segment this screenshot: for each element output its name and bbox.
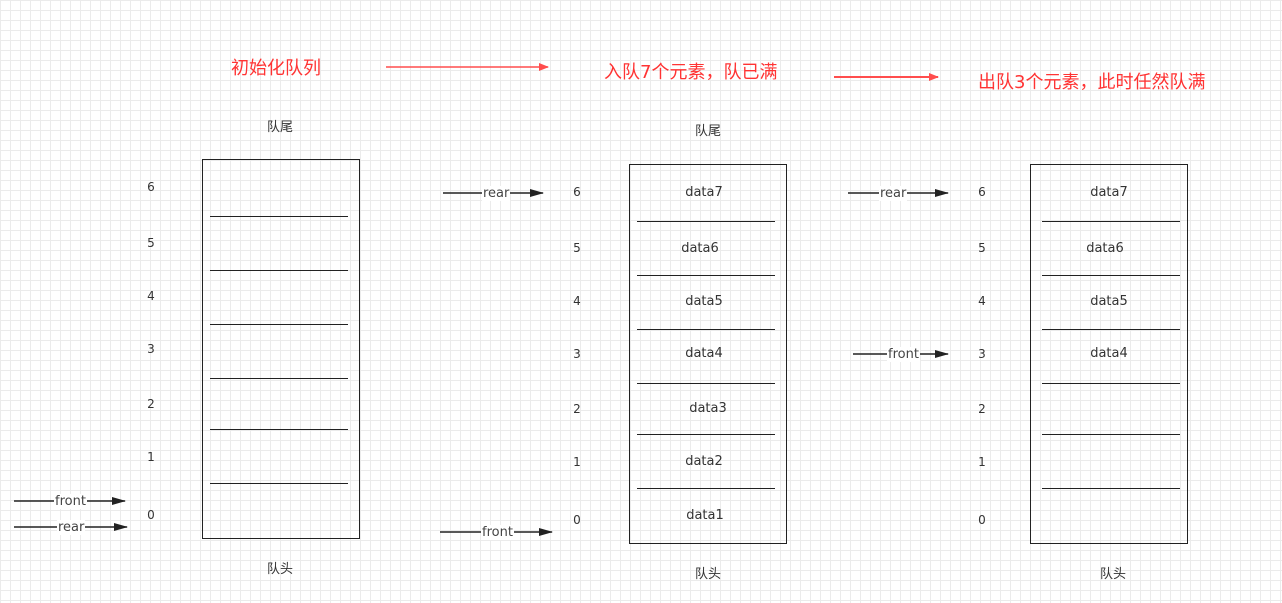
- step3-title: 出队3个元素，此时任然队满: [978, 72, 1206, 93]
- step2-cell-3: data4: [685, 346, 723, 361]
- step3-cell-3: data4: [1090, 346, 1128, 361]
- step2-queue-box: [629, 164, 787, 544]
- step2-index-5: 5: [573, 241, 581, 255]
- step2-queue-head-caption: 队头: [695, 567, 722, 582]
- step3-divider: [1042, 221, 1180, 222]
- step1-front-label: front: [54, 494, 87, 509]
- step3-divider: [1042, 434, 1180, 435]
- step3-queue-head-caption: 队头: [1100, 567, 1127, 582]
- step2-cell-5: data6: [681, 241, 719, 256]
- step2-index-2: 2: [573, 402, 581, 416]
- step2-queue-tail-caption: 队尾: [695, 124, 722, 139]
- step1-index-2: 2: [147, 397, 155, 411]
- step3-cell-4: data5: [1090, 294, 1128, 309]
- step3-divider: [1042, 275, 1180, 276]
- step2-index-6: 6: [573, 185, 581, 199]
- step1-index-6: 6: [147, 180, 155, 194]
- step2-index-4: 4: [573, 294, 581, 308]
- step3-index-0: 0: [978, 513, 986, 527]
- step3-queue-box: [1030, 164, 1188, 544]
- step1-index-4: 4: [147, 289, 155, 303]
- step3-index-2: 2: [978, 402, 986, 416]
- step3-index-4: 4: [978, 294, 986, 308]
- step2-cell-4: data5: [685, 294, 723, 309]
- step1-index-5: 5: [147, 236, 155, 250]
- step2-divider: [637, 488, 775, 489]
- step3-cell-5: data6: [1086, 241, 1124, 256]
- step3-divider: [1042, 329, 1180, 330]
- step3-rear-label: rear: [879, 186, 908, 201]
- step1-index-0: 0: [147, 508, 155, 522]
- step1-divider: [210, 324, 348, 325]
- step1-queue-tail-caption: 队尾: [267, 120, 294, 135]
- step3-divider: [1042, 383, 1180, 384]
- step1-rear-label: rear: [57, 520, 86, 535]
- step3-index-1: 1: [978, 455, 986, 469]
- step2-index-0: 0: [573, 513, 581, 527]
- step2-front-label: front: [481, 525, 514, 540]
- step1-queue-box: [202, 159, 360, 539]
- step1-divider: [210, 378, 348, 379]
- step1-divider: [210, 270, 348, 271]
- step1-title: 初始化队列: [231, 58, 321, 79]
- step2-divider: [637, 221, 775, 222]
- step1-divider: [210, 483, 348, 484]
- step2-cell-0: data1: [686, 508, 724, 523]
- step1-index-3: 3: [147, 342, 155, 356]
- step3-index-6: 6: [978, 185, 986, 199]
- step3-cell-6: data7: [1090, 185, 1128, 200]
- step3-index-5: 5: [978, 241, 986, 255]
- step1-divider: [210, 216, 348, 217]
- step1-queue-head-caption: 队头: [267, 562, 294, 577]
- step2-rear-label: rear: [482, 186, 511, 201]
- step2-index-1: 1: [573, 455, 581, 469]
- step2-divider: [637, 383, 775, 384]
- step3-divider: [1042, 488, 1180, 489]
- step3-front-label: front: [887, 347, 920, 362]
- step2-divider: [637, 329, 775, 330]
- step2-title: 入队7个元素，队已满: [604, 62, 778, 83]
- step2-divider: [637, 275, 775, 276]
- step2-cell-6: data7: [685, 185, 723, 200]
- step2-index-3: 3: [573, 347, 581, 361]
- step1-divider: [210, 429, 348, 430]
- step2-cell-2: data3: [689, 401, 727, 416]
- step3-index-3: 3: [978, 347, 986, 361]
- step2-divider: [637, 434, 775, 435]
- step2-cell-1: data2: [685, 454, 723, 469]
- step1-index-1: 1: [147, 450, 155, 464]
